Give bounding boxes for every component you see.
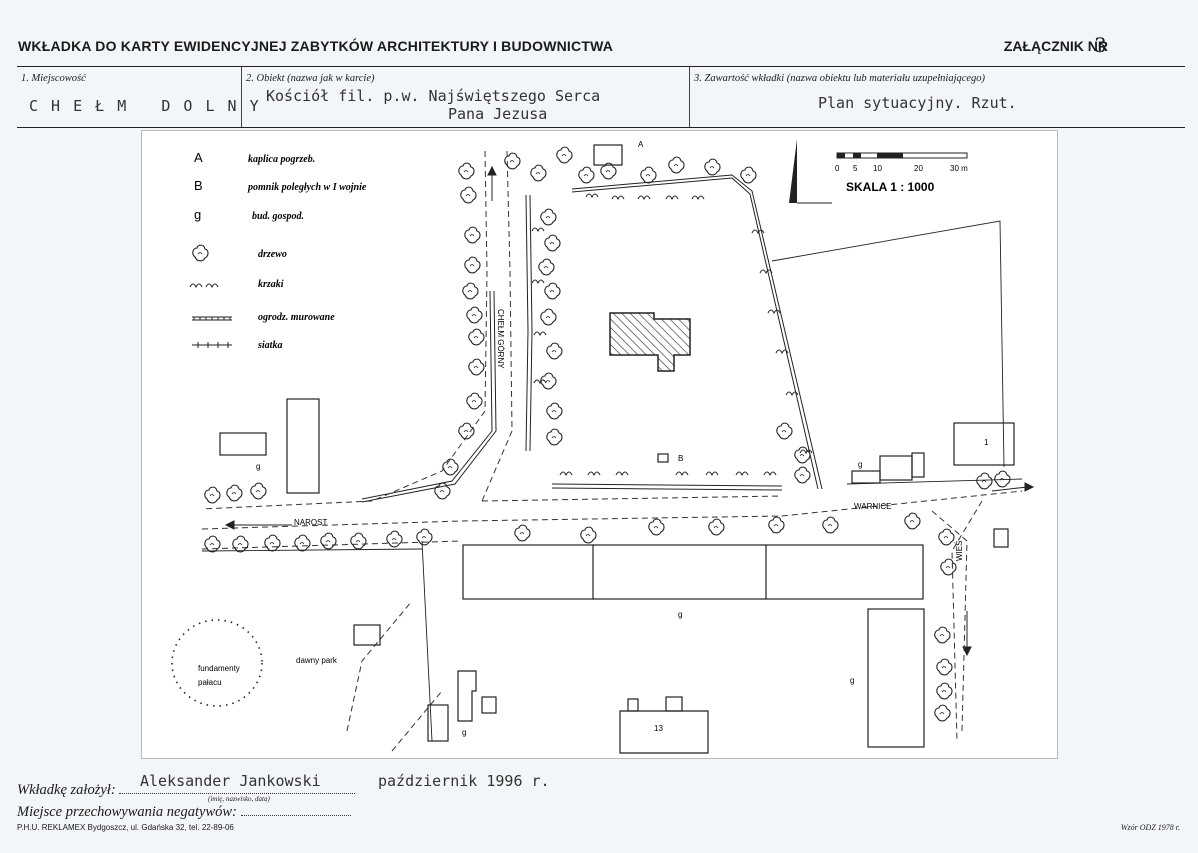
legend-key-g: g — [194, 207, 201, 222]
building-1 — [953, 422, 1015, 466]
monument-b — [657, 453, 669, 463]
label-road-warnice: WARNICE — [854, 502, 891, 511]
legend-wall-icon — [192, 316, 232, 321]
founder-row: Wkładkę założył: — [17, 781, 356, 799]
founder-label: Wkładkę założył: — [17, 782, 116, 798]
scale-tick-20: 20 — [914, 164, 923, 173]
founder-date: październik 1996 r. — [378, 772, 550, 790]
label-barn-g: g — [850, 676, 854, 685]
label-south-g: g — [462, 728, 466, 737]
legend: A kaplica pogrzeb. B pomnik poległych w … — [189, 150, 367, 351]
negatives-row: Miejsce przechowywania negatywów: — [17, 803, 351, 821]
field-locality: 1. Miejscowość C H E Ł M D O L N Y — [17, 67, 259, 127]
trees — [204, 146, 1011, 722]
founder-hint: (imię, nazwisko, data) — [208, 795, 270, 803]
annex-number: 3 — [1094, 33, 1107, 57]
scale-tick-10: 10 — [873, 164, 882, 173]
printer-imprint: P.H.U. REKLAMEX Bydgoszcz, ul. Gdańska 3… — [17, 823, 234, 832]
negatives-dotted-line — [240, 803, 351, 816]
scale-bar: 0 5 10 20 30 m SKALA 1 : 1000 — [835, 152, 968, 194]
barn-south — [867, 608, 925, 748]
label-dawny-park: dawny park — [296, 656, 338, 665]
palace-foundation-outline — [171, 619, 263, 707]
outbuilding-west — [219, 432, 267, 456]
churchyard-walls — [361, 174, 823, 503]
legend-bush-icon — [189, 283, 219, 288]
scale-tick-0: 0 — [835, 164, 840, 173]
outbuilding-east — [879, 455, 913, 481]
document-title: WKŁADKA DO KARTY EWIDENCYJNEJ ZABYTKÓW A… — [18, 38, 614, 54]
label-outbuilding-east-g: g — [858, 460, 862, 469]
scale-tick-30: 30 m — [950, 164, 968, 173]
header-fields: 1. Miejscowość C H E Ł M D O L N Y 2. Ob… — [17, 66, 1185, 128]
legend-key-a: A — [194, 150, 203, 165]
church-building — [609, 312, 691, 372]
legend-text-b: pomnik poległych w I wojnie — [247, 182, 367, 193]
field-contents-value: Plan sytuacyjny. Rzut. — [818, 94, 1017, 112]
legend-text-a: kaplica pogrzeb. — [248, 154, 315, 165]
site-plan: A kaplica pogrzeb. B pomnik poległych w … — [141, 130, 1058, 759]
field-object-label: 2. Obiekt (nazwa jak w karcie) — [246, 73, 375, 84]
outbuilding-long — [286, 398, 320, 494]
founder-dotted-line — [119, 781, 356, 794]
label-chapel-a: A — [638, 140, 644, 149]
label-monument-b: B — [678, 454, 683, 463]
legend-key-b: B — [194, 178, 203, 193]
annex-label: ZAŁĄCZNIK NR — [1003, 38, 1108, 54]
north-arrow-icon — [789, 139, 832, 204]
site-plan-drawing: A kaplica pogrzeb. B pomnik poległych w … — [171, 139, 1035, 754]
label-road-chelm-gorny: CHEŁM GÓRNY — [496, 309, 505, 369]
farm-buildings — [462, 544, 924, 600]
field-locality-value: C H E Ł M D O L N Y — [29, 97, 261, 115]
legend-tree-icon — [192, 244, 209, 262]
negatives-label: Miejsce przechowywania negatywów: — [17, 804, 237, 820]
label-road-narost: NAROST — [294, 518, 327, 527]
label-outbuilding-west-g: g — [256, 462, 260, 471]
form-pattern: Wzór ODZ 1978 r. — [1120, 823, 1180, 832]
legend-text-tree: drzewo — [258, 249, 287, 260]
field-contents-label: 3. Zawartość wkładki (nazwa obiektu lub … — [694, 73, 986, 84]
field-object-value-line1: Kościół fil. p.w. Najświętszego Serca — [266, 87, 601, 105]
legend-text-g: bud. gospod. — [252, 211, 304, 222]
field-object: 2. Obiekt (nazwa jak w karcie) Kościół f… — [241, 67, 690, 127]
roads — [201, 150, 1023, 752]
scale-title: SKALA 1 : 1000 — [846, 180, 935, 194]
label-fundamenty-line2: pałacu — [198, 678, 222, 687]
field-locality-label: 1. Miejscowość — [21, 73, 86, 84]
building-13 — [619, 710, 709, 754]
label-building-13: 13 — [654, 724, 663, 733]
legend-text-fence: siatka — [257, 340, 282, 351]
label-fundamenty-line1: fundamenty — [198, 664, 240, 673]
legend-text-bush: krzaki — [258, 279, 284, 290]
label-road-wies: WIEŚ — [955, 541, 964, 561]
chapel-a — [593, 144, 623, 166]
field-contents: 3. Zawartość wkładki (nazwa obiektu lub … — [689, 67, 1186, 127]
road-arrows — [224, 165, 1035, 657]
label-farm-g: g — [678, 610, 682, 619]
scale-tick-5: 5 — [853, 164, 858, 173]
founder-name: Aleksander Jankowski — [140, 772, 321, 790]
legend-text-wall: ogrodz. murowane — [258, 312, 335, 323]
label-building-1: 1 — [984, 438, 989, 447]
field-object-value-line2: Pana Jezusa — [448, 105, 548, 123]
buildings — [219, 144, 1015, 754]
legend-fence-icon — [192, 342, 232, 348]
